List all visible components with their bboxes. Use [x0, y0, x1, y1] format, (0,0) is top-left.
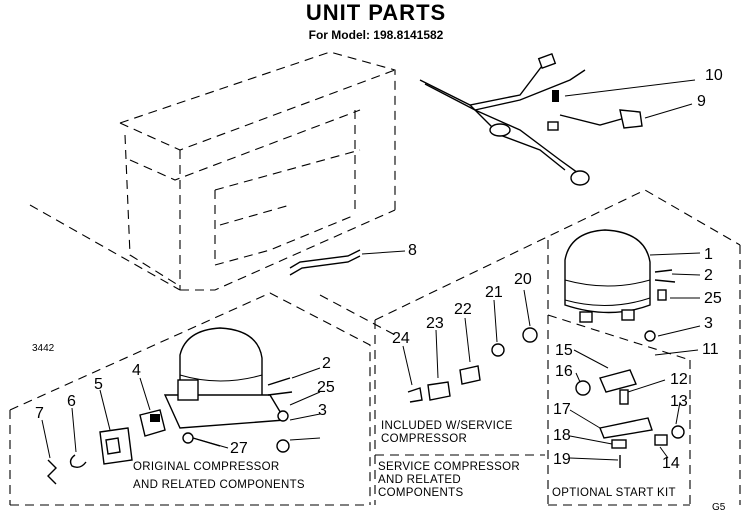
caption-original-line1: ORIGINAL COMPRESSOR [133, 461, 280, 473]
label-part-20: 20 [514, 271, 532, 288]
wiring-harness [419, 53, 696, 186]
label-part-14: 14 [662, 455, 680, 472]
label-part-10: 10 [705, 67, 723, 84]
drier-part [289, 249, 406, 276]
label-part-18: 18 [553, 427, 571, 444]
label-part-24: 24 [392, 330, 410, 347]
service-compressor-panel [374, 189, 741, 506]
original-parts [41, 377, 229, 485]
label-part-27: 27 [230, 440, 248, 457]
label-part-3-right: 3 [704, 315, 713, 332]
original-compressor [163, 327, 321, 453]
label-part-13: 13 [670, 393, 688, 410]
caption-original-line2: AND RELATED COMPONENTS [133, 479, 305, 491]
label-part-4: 4 [132, 362, 141, 379]
label-part-15: 15 [555, 342, 573, 359]
label-part-11: 11 [702, 341, 719, 358]
included-parts [402, 289, 538, 403]
label-part-12: 12 [670, 371, 688, 388]
service-compressor [564, 229, 701, 356]
label-part-2-right: 2 [704, 267, 713, 284]
label-part-22: 22 [454, 301, 472, 318]
diagram-code: 3442 [32, 343, 55, 354]
label-part-2-left: 2 [322, 355, 331, 372]
label-part-9: 9 [697, 93, 706, 110]
label-part-16: 16 [555, 363, 573, 380]
cabinet-outline [29, 51, 396, 336]
label-part-6: 6 [67, 393, 76, 410]
label-part-25-left: 25 [317, 379, 335, 396]
caption-included-line2: COMPRESSOR [381, 433, 468, 445]
label-part-21: 21 [485, 284, 503, 301]
caption-service-line2: AND RELATED [378, 474, 461, 486]
label-part-23: 23 [426, 315, 444, 332]
label-part-7: 7 [35, 405, 44, 422]
label-part-1: 1 [704, 246, 713, 263]
label-part-25-right: 25 [704, 290, 722, 307]
corner-code: G5 [712, 502, 726, 513]
caption-included-line1: INCLUDED W/SERVICE [381, 420, 513, 432]
label-part-17: 17 [553, 401, 571, 418]
label-part-19: 19 [553, 451, 571, 468]
model-subtitle: For Model: 198.8141582 [308, 28, 444, 42]
label-part-8: 8 [408, 242, 417, 259]
caption-service-line1: SERVICE COMPRESSOR [378, 461, 520, 473]
page-title: UNIT PARTS [305, 0, 447, 25]
caption-optional-start-kit: OPTIONAL START KIT [552, 487, 676, 499]
caption-service-line3: COMPONENTS [378, 487, 464, 499]
label-part-3-left: 3 [318, 402, 327, 419]
label-part-5: 5 [94, 376, 103, 393]
start-kit-parts [569, 349, 685, 468]
original-compressor-panel [9, 292, 371, 506]
